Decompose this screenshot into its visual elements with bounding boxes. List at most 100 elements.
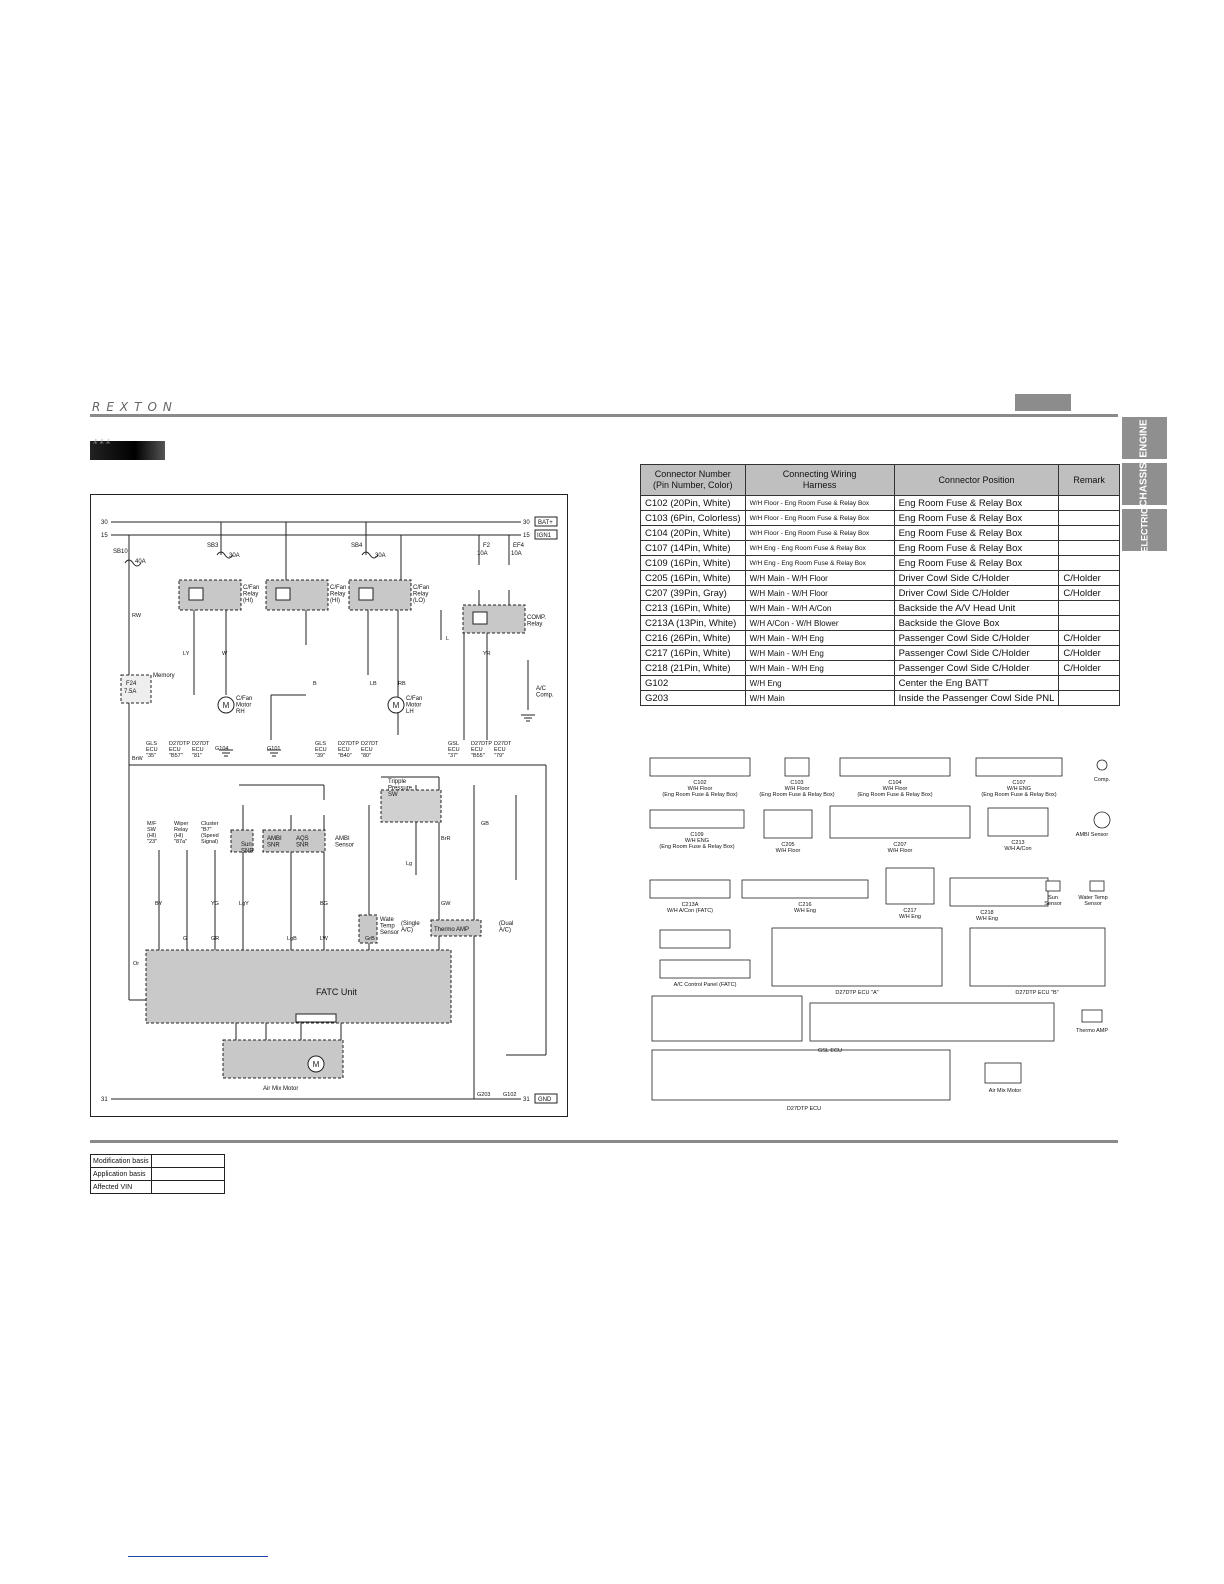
pinout-ecu-b-label: D27DTP ECU "B" <box>1015 990 1058 996</box>
fuse-ef4: EF4 <box>513 543 525 549</box>
wire-lg: Lg <box>406 861 412 867</box>
table-row: C104 (20Pin, White)W/H Floor - Eng Room … <box>640 525 1120 541</box>
cell-harness: W/H Main - W/H Eng <box>744 645 895 661</box>
cell-position: Center the Eng BATT <box>893 675 1060 691</box>
col-remark: Remark <box>1058 464 1120 496</box>
mod-basis-value <box>150 1154 225 1168</box>
tab-engine[interactable]: ENGINE <box>1122 417 1167 459</box>
cell-remark: C/Holder <box>1058 585 1120 601</box>
affected-vin-label: Affected VIN <box>90 1180 152 1194</box>
cell-remark <box>1058 510 1120 526</box>
section-badge: ꂿ ꂿ ꂿ <box>90 440 165 460</box>
tab-chassis[interactable]: CHASSIS <box>1122 462 1167 506</box>
fuse-f2-rating: 10A <box>477 551 488 557</box>
col-connector-number: Connector Number(Pin Number, Color) <box>640 464 746 496</box>
comp-relay-label: COMP.Relay <box>527 615 546 628</box>
wire-w: W <box>222 651 228 657</box>
cell-harness: W/H Eng - Eng Room Fuse & Relay Box <box>744 540 895 556</box>
table-header-row: Connector Number(Pin Number, Color) Conn… <box>640 464 1120 496</box>
mod-basis-label: Modification basis <box>90 1154 152 1168</box>
cell-connector: C207 (39Pin, Gray) <box>640 585 746 601</box>
modification-table: Modification basis Application basis Aff… <box>90 1154 225 1194</box>
app-basis-value <box>150 1167 225 1181</box>
affected-vin-value <box>150 1180 225 1194</box>
fuse-sb4-rating: 30A <box>375 553 386 559</box>
wire-or: Or <box>133 961 139 967</box>
cell-position: Eng Room Fuse & Relay Box <box>893 555 1060 571</box>
table-row: Affected VIN <box>90 1180 225 1194</box>
fuse-f24-rating: 7.5A <box>124 689 136 695</box>
header-rule <box>90 414 1118 417</box>
tab-electric[interactable]: ELECTRIC <box>1122 508 1167 553</box>
table-row: C107 (14Pin, White)W/H Eng - Eng Room Fu… <box>640 540 1120 556</box>
wire-gw: GW <box>441 901 451 907</box>
cell-connector: C102 (20Pin, White) <box>640 495 746 511</box>
cell-harness: W/H Floor - Eng Room Fuse & Relay Box <box>744 525 895 541</box>
cell-remark <box>1058 615 1120 631</box>
cell-connector: C107 (14Pin, White) <box>640 540 746 556</box>
table-row: C213A (13Pin, White)W/H A/Con - W/H Blow… <box>640 615 1120 631</box>
ground-g101: G101 <box>267 746 280 752</box>
cell-harness: W/H Floor - Eng Room Fuse & Relay Box <box>744 495 895 511</box>
wire-gr: GR <box>211 936 219 942</box>
brand-logo: REXTON <box>92 400 178 414</box>
gnd-label: GND <box>538 1097 552 1103</box>
cell-position: Driver Cowl Side C/Holder <box>893 585 1060 601</box>
cell-remark <box>1058 555 1120 571</box>
footer-link-underline[interactable] <box>128 1556 268 1557</box>
cell-position: Eng Room Fuse & Relay Box <box>893 525 1060 541</box>
cell-connector: C217 (16Pin, White) <box>640 645 746 661</box>
table-row: C102 (20Pin, White)W/H Floor - Eng Room … <box>640 495 1120 511</box>
wire-lw: LW <box>320 936 329 942</box>
cell-connector: C103 (6Pin, Colorless) <box>640 510 746 526</box>
ground-g102: G102 <box>503 1092 516 1098</box>
connector-table: Connector Number(Pin Number, Color) Conn… <box>640 464 1120 706</box>
app-basis-label: Application basis <box>90 1167 152 1181</box>
cell-harness: W/H Main - W/H Eng <box>744 630 895 646</box>
table-row: C103 (6Pin, Colorless)W/H Floor - Eng Ro… <box>640 510 1120 526</box>
fuse-ef4-rating: 10A <box>511 551 522 557</box>
wire-brw: BrW <box>132 756 144 762</box>
cell-connector: C216 (26Pin, White) <box>640 630 746 646</box>
cell-connector: G203 <box>640 690 746 706</box>
cell-remark <box>1058 495 1120 511</box>
wire-rw: RW <box>132 613 142 619</box>
wire-brr: BrR <box>441 836 451 842</box>
cell-remark <box>1058 525 1120 541</box>
cell-position: Passenger Cowl Side C/Holder <box>893 645 1060 661</box>
cell-position: Driver Cowl Side C/Holder <box>893 570 1060 586</box>
table-row: Modification basis <box>90 1154 225 1168</box>
cell-connector: C205 (16Pin, White) <box>640 570 746 586</box>
cell-harness: W/H Main - W/H Floor <box>744 570 895 586</box>
cell-remark: C/Holder <box>1058 630 1120 646</box>
footer-rule <box>90 1140 1118 1143</box>
fatc-unit-label: FATC Unit <box>316 987 357 997</box>
table-row: Application basis <box>90 1167 225 1181</box>
wire-grb: GrB <box>365 936 375 942</box>
svg-text:31: 31 <box>523 1097 530 1103</box>
cell-connector: C104 (20Pin, White) <box>640 525 746 541</box>
cell-remark <box>1058 675 1120 691</box>
